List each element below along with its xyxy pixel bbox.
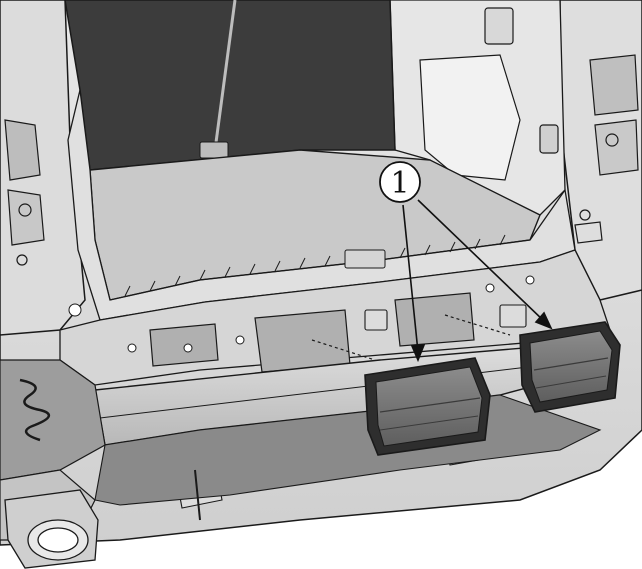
panel-fasteners bbox=[68, 275, 535, 353]
cargo-opening-rim bbox=[67, 89, 576, 321]
sill-scuff-plate bbox=[109, 234, 531, 301]
exhaust-tip bbox=[4, 489, 99, 569]
bumper-vent-left bbox=[364, 357, 491, 456]
cargo-wheel-housing bbox=[419, 54, 521, 181]
left-pillar bbox=[0, 0, 86, 336]
panel-openings bbox=[149, 292, 475, 373]
cargo-side-clip bbox=[484, 7, 514, 45]
callout-marker: 1 bbox=[379, 161, 421, 203]
bumper-reinforcement-edge bbox=[99, 361, 571, 419]
cargo-seatback bbox=[64, 0, 396, 171]
seatbelt bbox=[213, 0, 237, 151]
bumper-vent-right bbox=[519, 321, 621, 413]
seatbelt-anchor bbox=[199, 141, 229, 159]
left-taillight bbox=[4, 119, 45, 266]
callout-leaders bbox=[402, 199, 553, 363]
tow-rod bbox=[194, 469, 201, 521]
callout-number: 1 bbox=[390, 166, 409, 201]
cargo-side-hook bbox=[539, 124, 559, 154]
clip-studs bbox=[311, 314, 511, 361]
right-taillight bbox=[574, 54, 639, 244]
